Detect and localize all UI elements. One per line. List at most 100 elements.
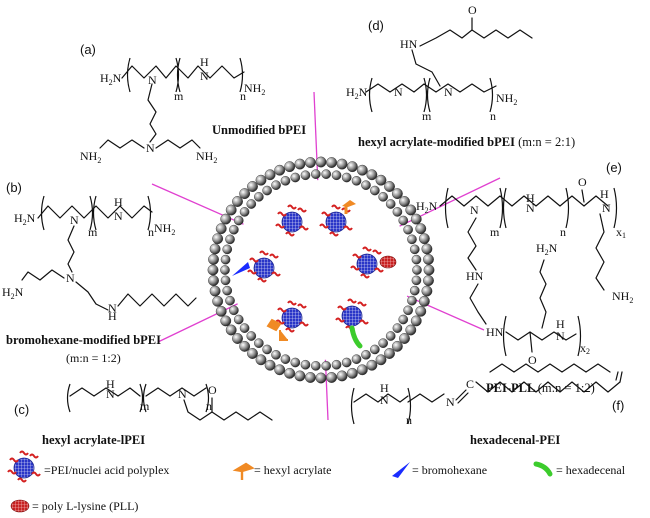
lipid-bead [247,181,258,192]
m-sub: m [88,225,98,239]
lipid-bead [239,207,250,217]
lipid-bead [264,359,276,371]
lipid-bead [361,350,371,360]
lipid-bead [229,305,239,316]
hexyl-acrylate-icon [342,200,356,207]
lipid-bead [290,357,301,368]
n-atom: N [470,203,479,217]
n-atom: N [178,387,187,401]
lipid-bead [399,196,410,207]
hn-atom: HN [400,37,418,51]
lipid-bead [421,285,433,297]
lipid-bead [310,169,321,179]
nh2-bottom-right: NH2 [196,149,217,165]
lipid-bead [208,275,219,286]
lipid-bead [418,295,430,307]
nh-h: H [106,377,115,391]
lipid-bead [415,223,427,235]
lipid-bead [411,254,422,265]
lipid-bead [378,338,388,348]
n-atom: N [444,85,453,99]
lipid-bead [423,254,434,265]
lipid-bead [225,204,237,216]
x1-sub: x1 [616,225,626,240]
h-atom: H [600,187,609,201]
lipid-bead [233,314,244,325]
lipid-bead [331,170,342,181]
lipid-bead [409,285,420,296]
polyplex-icon [7,450,41,483]
lipid-bead [246,331,257,341]
lipid-bead [209,243,221,255]
nh2-right: NH2 [612,289,633,305]
legend-bromohexane-label: = bromohexane [412,463,487,477]
lipid-bead [305,372,316,383]
panel-f: (f) H N n N C hexadecenal-PEI [350,363,624,447]
panel-d: (d) O HN H2N N N m n NH2 hexyl acrylate-… [346,3,575,149]
lipid-bead [305,157,316,168]
lipid-bead [407,234,417,245]
lipid-bead [399,333,410,344]
panel-a-tag: (a) [80,42,96,57]
o-atom: O [208,383,217,397]
legend-hexyl-acrylate-label: = hexyl acrylate [254,463,331,477]
h-atom-2: H [556,317,565,331]
lipid-bead [385,331,396,341]
lipid-bead [209,285,221,297]
lipid-bead [225,295,235,306]
lipid-bead [271,350,281,360]
lipid-bead [384,181,395,192]
lipid-bead [215,305,227,317]
nh-n: N [106,387,115,401]
lipid-bead [271,180,281,190]
nh-h-bottom: H [108,309,117,323]
n-atom-2: N [556,329,565,343]
bromohexane-icon [232,262,250,276]
pll-icon [10,499,30,513]
nh2-up: H2N [536,241,558,257]
lipid-bead [315,372,327,384]
panel-e-title: PEI-PLL [486,381,535,395]
lipid-bead [284,161,296,173]
legend-pll-label: = poly L-lysine (PLL) [32,499,138,513]
m-sub: m [490,225,500,239]
lipid-bead [212,233,224,245]
panel-d-ratio: (m:n = 2:1) [518,135,575,149]
lipid-bead [262,344,272,355]
lipid-bead [409,244,420,255]
lipid-bead [280,176,291,186]
lipid-bead [294,370,306,382]
panel-c: (c) H N m N n O hexyl acrylate-lPEI [14,377,273,447]
lipid-bead [351,354,362,364]
panel-d-tag: (d) [368,18,384,33]
lipid-bead [370,344,380,355]
n-branch: N [66,271,75,285]
lipid-bead [415,305,427,317]
nh-n: N [380,393,389,407]
panel-b-title: bromohexane-modified bPEI [6,333,161,347]
o-atom-2: O [528,353,537,367]
h2n-label: H2N [100,71,122,87]
h2n-label: H2N [14,211,36,227]
nh2-bottom-left: NH2 [80,149,101,165]
lipid-bead [255,354,267,366]
lipid-bead [321,361,332,371]
lipid-bead [326,157,337,168]
lipid-bead [361,180,371,190]
x2-sub: x2 [580,341,590,356]
svg-text:hexyl acrylate-modified bPEI (: hexyl acrylate-modified bPEI (m:n = 2:1) [358,135,575,149]
lipid-bead [220,275,231,286]
n-sub: n [560,225,566,239]
panel-f-tag: (f) [612,398,624,413]
lipid-bead [255,174,267,186]
lipid-bead [300,170,311,181]
lipid-bead [346,367,358,379]
lipid-bead [239,323,250,333]
nh2-right: NH2 [154,221,175,237]
panel-c-tag: (c) [14,402,29,417]
lipid-bead [220,315,232,327]
lipid-bead [220,254,231,265]
polyplex-bottom-right [335,298,369,349]
n-sub: n [490,109,496,123]
